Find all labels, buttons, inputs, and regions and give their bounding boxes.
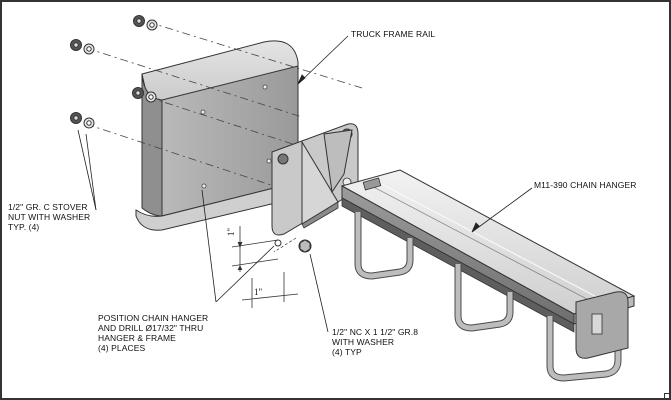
leader-lines	[77, 35, 533, 333]
bolt-line-1: 1/2" NC X 1 1/2" GR.8	[332, 327, 419, 337]
stover-nuts	[70, 15, 158, 129]
stover-nut-line-1: 1/2" GR. C STOVER	[8, 202, 88, 212]
bolt-with-washer	[273, 237, 312, 253]
position-drill-line-4: (4) PLACES	[98, 343, 146, 353]
position-drill-callout: POSITION CHAIN HANGER AND DRILL Ø17/32" …	[98, 313, 208, 353]
bolt-callout: 1/2" NC X 1 1/2" GR.8 WITH WASHER (4) TY…	[332, 327, 418, 357]
nut-washer-1	[133, 15, 158, 31]
position-drill-line-2: AND DRILL Ø17/32" THRU	[98, 323, 204, 333]
tube-end-cap	[575, 291, 629, 359]
truck-frame-rail	[135, 40, 299, 231]
dimension-vertical: 1"	[226, 227, 237, 237]
chain-hanger-mount-plate	[271, 123, 359, 236]
nut-washer-3	[132, 87, 157, 103]
stover-nut-line-3: TYP. (4)	[8, 222, 40, 232]
chain-hanger-callout: M11-390 CHAIN HANGER	[534, 180, 637, 190]
stover-nut-line-2: NUT WITH WASHER	[8, 212, 91, 222]
truck-frame-rail-callout: TRUCK FRAME RAIL	[351, 29, 436, 39]
nut-washer-2	[70, 39, 95, 55]
bolt-line-2: WITH WASHER	[332, 337, 395, 347]
dimension-horizontal: 1"	[254, 287, 263, 297]
hanger-loops	[354, 212, 622, 382]
nut-washer-4	[70, 112, 95, 129]
position-drill-line-3: HANGER & FRAME	[98, 333, 176, 343]
position-drill-line-1: POSITION CHAIN HANGER	[98, 313, 209, 323]
stover-nut-callout: 1/2" GR. C STOVER NUT WITH WASHER TYP. (…	[8, 202, 90, 232]
dimension-lines	[231, 226, 299, 308]
bolt-line-3: (4) TYP	[332, 347, 362, 357]
